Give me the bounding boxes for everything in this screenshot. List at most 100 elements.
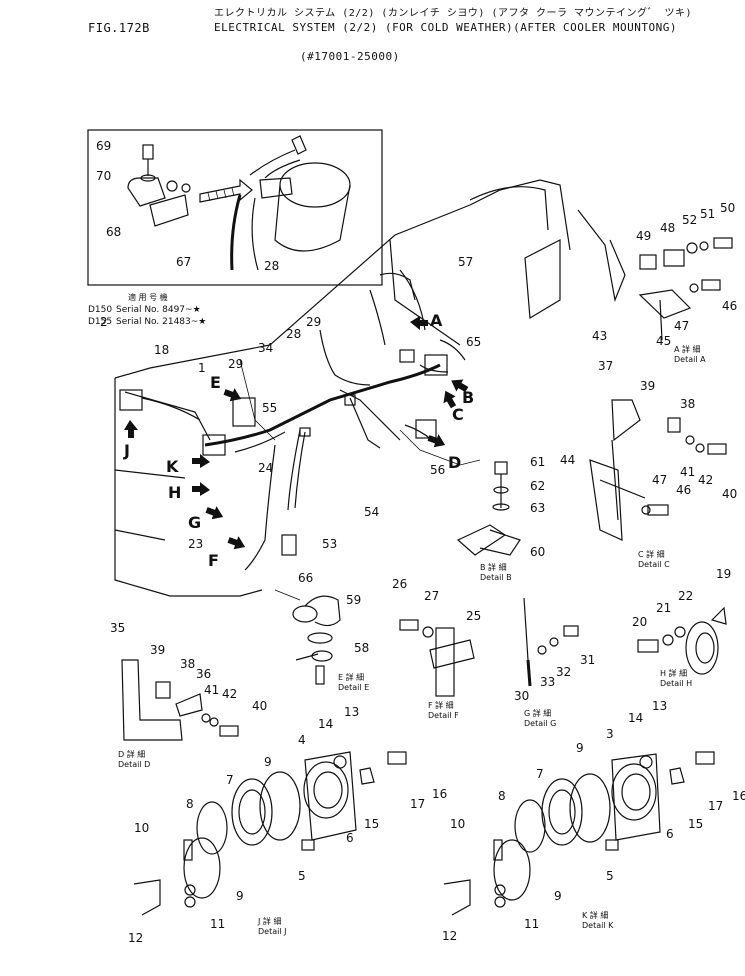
part-callout-31: 31	[580, 653, 595, 667]
part-callout-23: 23	[188, 537, 203, 551]
view-arrow-e-label: E	[210, 373, 221, 392]
part-callout-58: 58	[354, 641, 369, 655]
view-arrow-h	[192, 482, 210, 496]
detail-a	[577, 209, 733, 341]
part-callout-70: 70	[96, 169, 111, 183]
part-callout-5: 5	[606, 869, 614, 883]
detail-j	[133, 751, 407, 916]
part-callout-30: 30	[514, 689, 529, 703]
applicability-table: 適 用 号 機 D150 Serial No. 8497~★ D155 Seri…	[88, 292, 206, 327]
view-arrow-a-label: A	[430, 311, 443, 330]
part-callout-35: 35	[110, 621, 125, 635]
detail-k	[443, 751, 715, 916]
part-callout-26: 26	[392, 577, 407, 591]
part-callout-63: 63	[530, 501, 545, 515]
part-callout-47: 47	[674, 319, 689, 333]
part-callout-11: 11	[524, 917, 539, 931]
part-callout-33: 33	[540, 675, 555, 689]
part-callout-41: 41	[680, 465, 695, 479]
machine-outline	[114, 179, 571, 601]
part-callout-9: 9	[264, 755, 272, 769]
detail-a-en: Detail A	[674, 355, 706, 364]
part-callout-19: 19	[716, 567, 731, 581]
part-callout-15: 15	[688, 817, 703, 831]
main-harness	[119, 269, 466, 571]
detail-k-en: Detail K	[582, 921, 614, 930]
part-callout-7: 7	[226, 773, 234, 787]
part-callout-34: 34	[258, 341, 273, 355]
detail-f-jp: F 詳 細	[428, 700, 454, 710]
part-callout-7: 7	[536, 767, 544, 781]
part-callout-17: 17	[410, 797, 425, 811]
part-callout-13: 13	[344, 705, 359, 719]
serial-range: (#17001-25000)	[300, 50, 400, 63]
part-callout-43: 43	[592, 329, 607, 343]
part-callout-6: 6	[666, 827, 674, 841]
applicability-serial-1: Serial No. 8497~★	[116, 305, 201, 315]
part-callout-20: 20	[632, 615, 647, 629]
part-callout-5: 5	[298, 869, 306, 883]
part-callout-45: 45	[656, 334, 671, 348]
part-callout-22: 22	[678, 589, 693, 603]
detail-g-en: Detail G	[524, 719, 556, 728]
detail-j-jp: J 詳 細	[257, 916, 281, 926]
part-callout-14: 14	[628, 711, 643, 725]
view-arrow-c	[443, 390, 457, 409]
part-callout-9: 9	[554, 889, 562, 903]
title-english: ELECTRICAL SYSTEM (2/2) (FOR COLD WEATHE…	[214, 21, 677, 34]
applicability-model-1: D150	[88, 305, 112, 315]
view-arrow-e	[223, 388, 242, 402]
part-callout-39: 39	[150, 643, 165, 657]
detail-f	[399, 619, 475, 697]
part-callout-52: 52	[682, 213, 697, 227]
view-arrow-b	[451, 379, 469, 393]
view-arrow-d	[427, 434, 446, 448]
part-callout-14: 14	[318, 717, 333, 731]
detail-c-jp: C 詳 細	[638, 549, 665, 559]
part-callout-41: 41	[204, 683, 219, 697]
view-arrow-j	[124, 420, 138, 438]
part-callout-1: 1	[198, 361, 206, 375]
part-callout-57: 57	[458, 255, 473, 269]
part-callout-51: 51	[700, 207, 715, 221]
detail-d-en: Detail D	[118, 760, 150, 769]
part-callout-25: 25	[466, 609, 481, 623]
part-callout-10: 10	[134, 821, 149, 835]
part-callout-44: 44	[560, 453, 575, 467]
part-callout-16: 16	[732, 789, 745, 803]
detail-b-en: Detail B	[480, 573, 512, 582]
part-callout-59: 59	[346, 593, 361, 607]
detail-e	[292, 595, 341, 685]
view-arrow-f-label: F	[208, 551, 219, 570]
part-callout-67: 67	[176, 255, 191, 269]
view-arrow-g-label: G	[188, 513, 201, 532]
view-arrow-k-label: K	[166, 457, 179, 476]
part-callout-9: 9	[236, 889, 244, 903]
part-callout-15: 15	[364, 817, 379, 831]
part-callout-21: 21	[656, 601, 671, 615]
part-callout-3: 3	[606, 727, 614, 741]
applicability-serial-2: Serial No. 21483~★	[116, 317, 206, 327]
part-callout-68: 68	[106, 225, 121, 239]
part-callout-65: 65	[466, 335, 481, 349]
detail-b	[456, 461, 521, 556]
detail-captions: A 詳 細 Detail A B 詳 細 Detail B C 詳 細 Deta…	[118, 344, 706, 936]
part-callout-9: 9	[576, 741, 584, 755]
inset-detail	[87, 129, 383, 286]
part-callout-8: 8	[498, 789, 506, 803]
title-japanese: エレクトリカル システム (2/2) (カンレイチ シヨウ) (アフタ クーラ …	[214, 8, 693, 19]
detail-e-en: Detail E	[338, 683, 369, 692]
view-arrow-c-label: C	[452, 405, 464, 424]
part-callout-61: 61	[530, 455, 545, 469]
detail-g-jp: G 詳 細	[524, 708, 551, 718]
part-callout-10: 10	[450, 817, 465, 831]
part-callout-39: 39	[640, 379, 655, 393]
part-callout-18: 18	[154, 343, 169, 357]
detail-b-jp: B 詳 細	[480, 562, 507, 572]
part-callout-53: 53	[322, 537, 337, 551]
part-callout-28: 28	[264, 259, 279, 273]
detail-d	[121, 659, 239, 741]
detail-k-jp: K 詳 細	[582, 910, 608, 920]
detail-c	[589, 399, 727, 541]
